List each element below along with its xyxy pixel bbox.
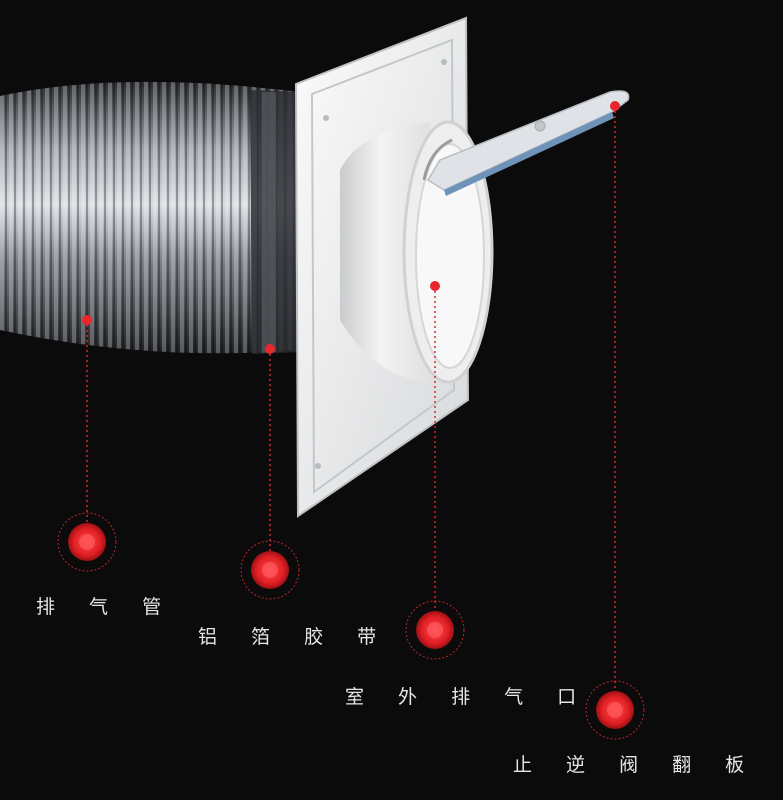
- pointer-dot-tape: [265, 344, 275, 354]
- exhaust-hose: [0, 81, 300, 354]
- pointer-dot-flap: [610, 101, 620, 111]
- label-outdoor-outlet: 室 外 排 气 口: [345, 686, 591, 708]
- label-exhaust-pipe: 排 气 管: [36, 596, 176, 618]
- callout-marker-hose: [57, 512, 117, 572]
- label-aluminum-foil-tape: 铝 箔 胶 带: [198, 626, 391, 648]
- outlet-collar: [340, 120, 494, 384]
- pointer-dot-outlet: [430, 281, 440, 291]
- callout-marker-tape: [240, 540, 300, 600]
- pointer-dots: [82, 101, 620, 354]
- leader-lines: [86, 106, 616, 710]
- label-check-valve-flap: 止 逆 阀 翻 板: [513, 754, 759, 776]
- pointer-dot-hose: [82, 315, 92, 325]
- callout-marker-flap: [585, 680, 645, 740]
- callout-marker-outlet: [405, 600, 465, 660]
- check-valve-flap: [426, 90, 630, 196]
